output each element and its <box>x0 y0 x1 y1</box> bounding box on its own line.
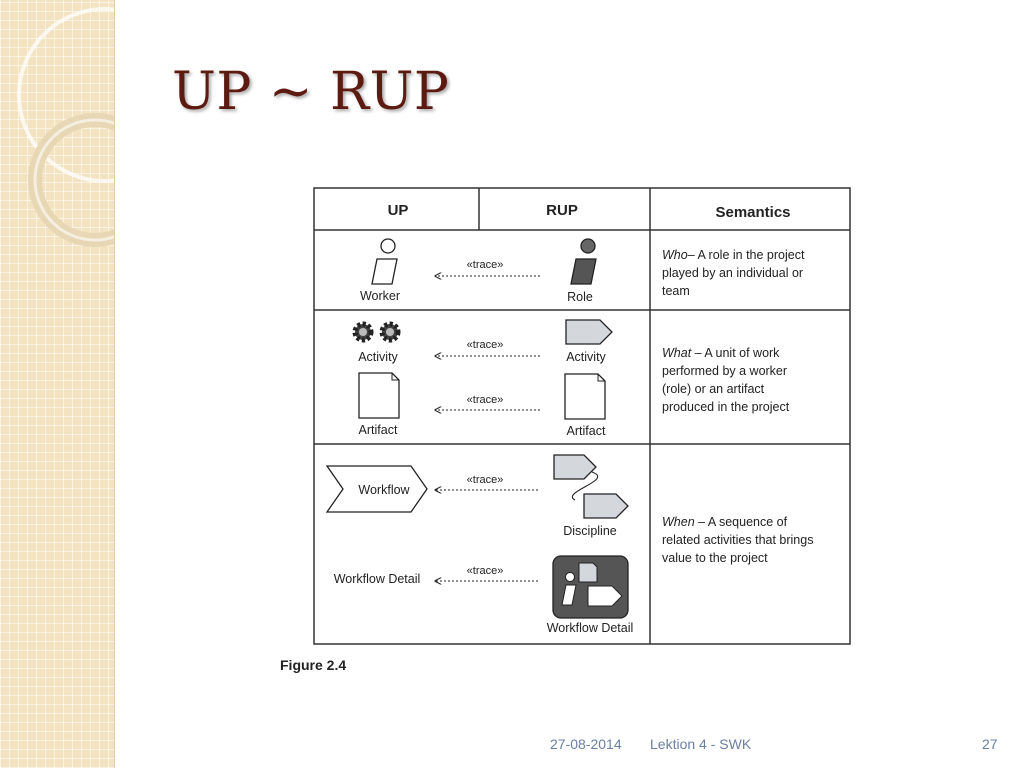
trace-label: «trace» <box>467 474 504 486</box>
role-icon <box>570 238 597 285</box>
worker-icon <box>371 238 398 285</box>
header-semantics: Semantics <box>715 204 790 221</box>
trace-label: «trace» <box>467 565 504 577</box>
gears-icon <box>352 321 401 343</box>
label-up-workflow-detail: Workflow Detail <box>334 572 421 586</box>
trace-label: «trace» <box>467 394 504 406</box>
workflow-chevron-icon <box>325 465 428 513</box>
header-rup: RUP <box>546 202 578 219</box>
slide-title: UP ~ RUP <box>172 62 450 122</box>
label-rup-workflow-detail: Workflow Detail <box>547 621 634 635</box>
semantics-what: What – A unit of work performed by a wor… <box>662 346 791 414</box>
rup-activity-icon <box>565 319 613 345</box>
label-role: Role <box>567 290 593 304</box>
footer-page-number: 27 <box>982 736 998 752</box>
decorative-side-band <box>0 0 115 768</box>
rup-artifact-document-icon <box>564 373 606 420</box>
figure-caption: Figure 2.4 <box>280 657 346 673</box>
footer-date: 27-08-2014 <box>550 736 622 752</box>
footer-lesson: Lektion 4 - SWK <box>650 736 752 752</box>
label-worker: Worker <box>360 289 400 303</box>
label-rup-artifact: Artifact <box>567 424 606 438</box>
label-up-artifact: Artifact <box>359 423 398 437</box>
discipline-icon <box>553 454 629 519</box>
decorative-rings <box>17 7 114 247</box>
semantics-when: When – A sequence of related activities … <box>662 515 817 565</box>
label-up-activity: Activity <box>358 350 398 364</box>
label-discipline: Discipline <box>563 524 617 538</box>
semantics-who: Who– A role in the project played by an … <box>662 248 808 298</box>
trace-label: «trace» <box>467 259 504 271</box>
workflow-detail-icon <box>552 555 629 619</box>
header-up: UP <box>388 202 409 219</box>
table-grid <box>313 187 851 645</box>
up-artifact-document-icon <box>358 372 400 419</box>
up-rup-figure: UP RUP Semantics Worker Role «trace» Who… <box>280 187 851 673</box>
label-rup-activity: Activity <box>566 350 606 364</box>
label-workflow: Workflow <box>358 483 410 497</box>
trace-label: «trace» <box>467 339 504 351</box>
